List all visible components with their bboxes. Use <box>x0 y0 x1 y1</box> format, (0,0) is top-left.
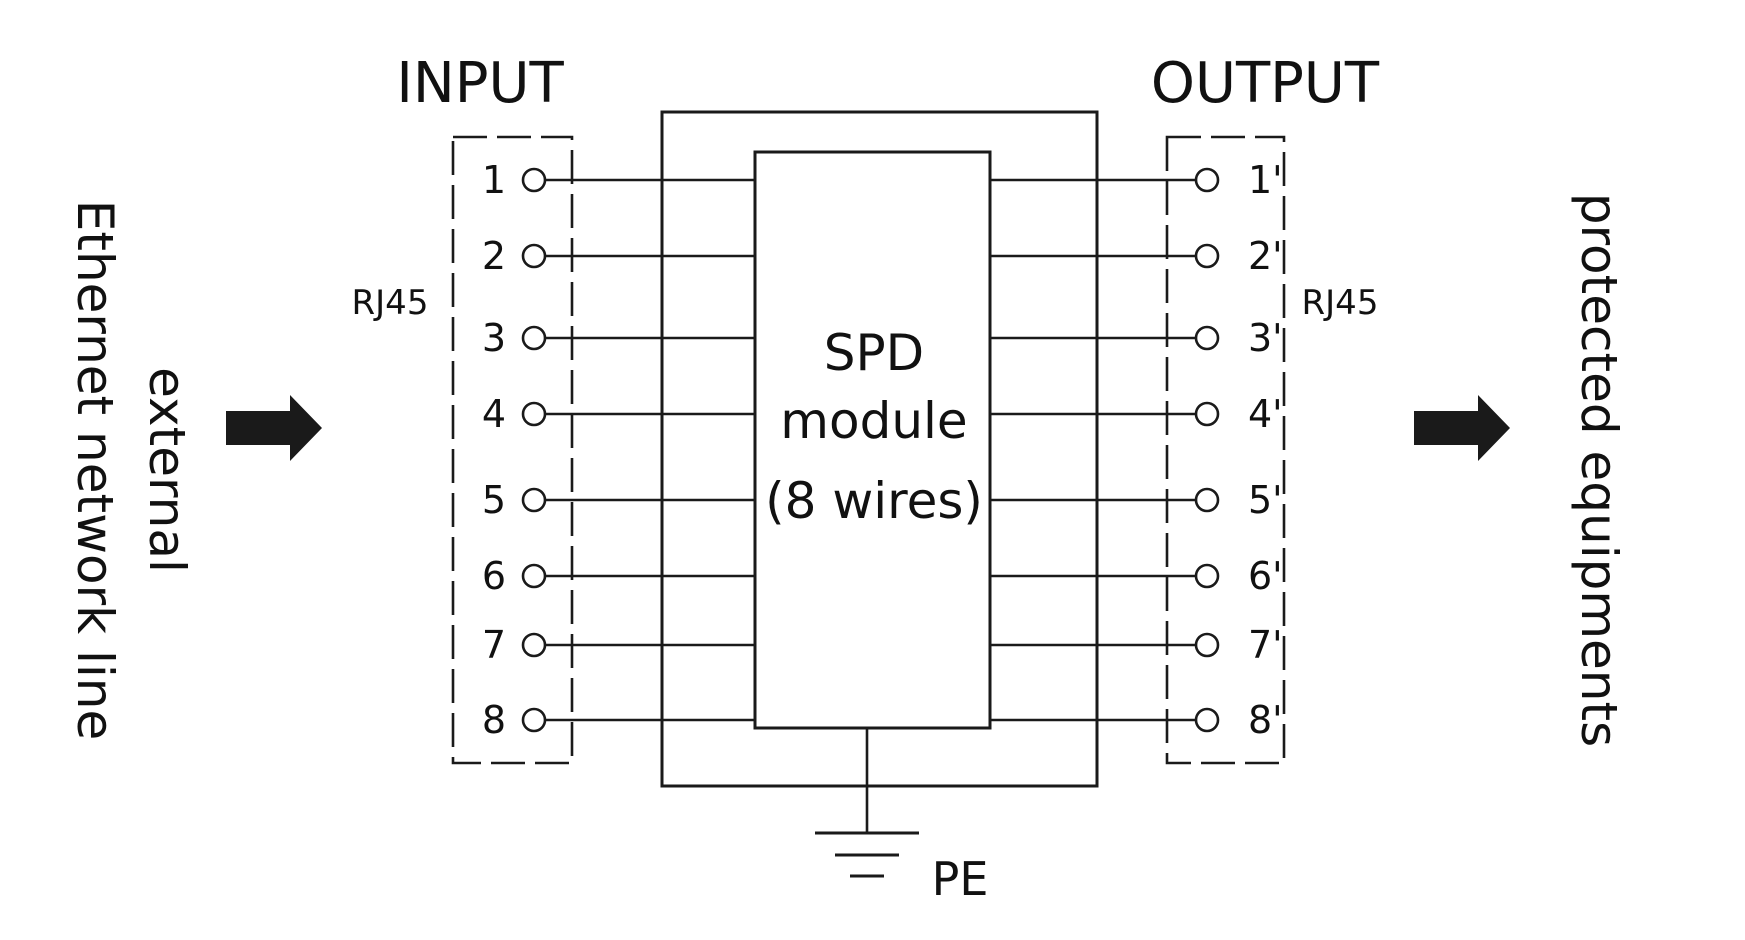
output-terminal-8 <box>1194 707 1220 733</box>
module-subtitle: module <box>780 392 967 450</box>
input-connector-label: RJ45 <box>352 283 429 323</box>
output-heading: OUTPUT <box>1151 51 1380 116</box>
output-connector-label: RJ45 <box>1302 283 1379 323</box>
output-pin-label: 7' <box>1248 623 1283 667</box>
ground-icon <box>815 831 919 878</box>
output-pin-label: 4' <box>1248 392 1283 436</box>
input-terminal-5 <box>521 487 547 513</box>
output-terminal-6 <box>1194 563 1220 589</box>
input-terminal-1 <box>521 167 547 193</box>
input-pin-label: 2 <box>482 234 506 278</box>
output-pin-label: 5' <box>1248 478 1283 522</box>
protected-equipments-label: protected equipments <box>1570 193 1628 747</box>
output-terminal-4 <box>1194 401 1220 427</box>
spd-module-box <box>753 150 992 730</box>
module-wire-count: (8 wires) <box>765 472 983 530</box>
input-pin-label: 3 <box>482 316 506 360</box>
input-terminal-7 <box>521 632 547 658</box>
pe-label: PE <box>932 852 989 906</box>
output-pin-label: 3' <box>1248 316 1283 360</box>
input-heading: INPUT <box>396 51 564 116</box>
input-pin-label: 5 <box>482 478 506 522</box>
output-arrow-icon <box>1414 395 1510 461</box>
output-terminal-5 <box>1194 487 1220 513</box>
input-terminal-6 <box>521 563 547 589</box>
input-terminal-2 <box>521 243 547 269</box>
output-pin-label: 2' <box>1248 234 1283 278</box>
pin-group: 1 2 3 4 5 6 7 8 1' 2' 3' 4' 5' 6' 7' 8' <box>482 158 1283 742</box>
output-terminal-2 <box>1194 243 1220 269</box>
input-pin-label: 7 <box>482 623 506 667</box>
output-rj45-housing <box>1165 135 1286 765</box>
input-arrow-icon <box>226 395 322 461</box>
input-pin-label: 6 <box>482 554 506 598</box>
output-pin-label: 1' <box>1248 158 1283 202</box>
input-rj45-housing <box>451 135 574 765</box>
external-label: external <box>138 367 196 573</box>
output-pin-label: 8' <box>1248 698 1283 742</box>
output-terminal-7 <box>1194 632 1220 658</box>
output-pin-label: 6' <box>1248 554 1283 598</box>
module-title: SPD <box>824 324 924 382</box>
input-pin-label: 4 <box>482 392 506 436</box>
input-terminal-3 <box>521 325 547 351</box>
spd-enclosure <box>660 110 1099 788</box>
input-terminal-8 <box>521 707 547 733</box>
input-terminal-4 <box>521 401 547 427</box>
ethernet-line-label: Ethernet network line <box>66 200 124 740</box>
wire-group <box>545 178 1196 722</box>
input-pin-label: 8 <box>482 698 506 742</box>
output-terminal-3 <box>1194 325 1220 351</box>
input-pin-label: 1 <box>482 158 506 202</box>
output-terminal-1 <box>1194 167 1220 193</box>
